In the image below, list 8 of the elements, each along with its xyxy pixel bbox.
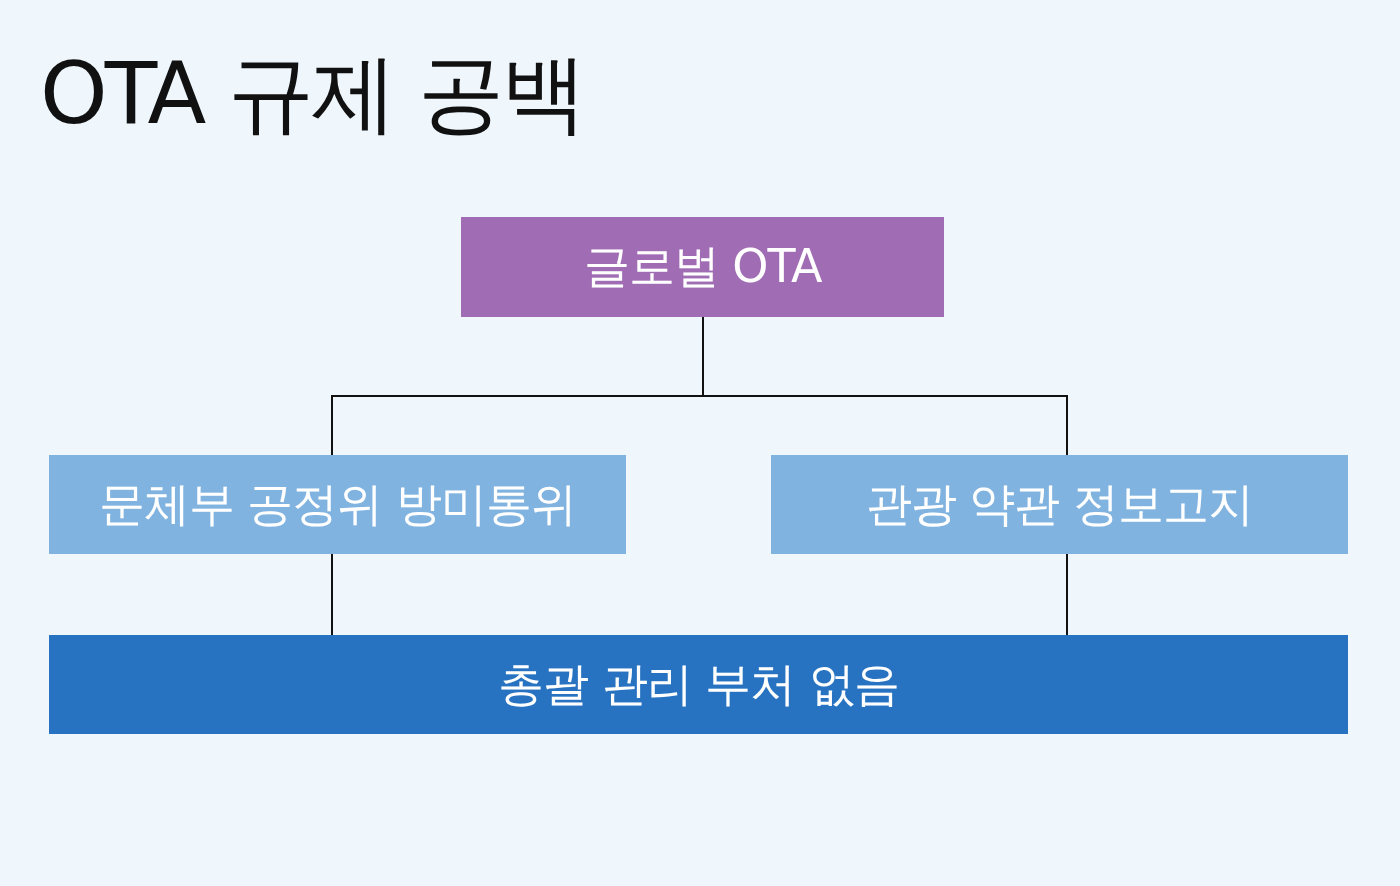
title: OTA 규제 공백: [40, 46, 585, 141]
connector-line: [331, 316, 1068, 456]
org-box: 총괄 관리 부처 없음: [49, 635, 1348, 734]
org-box: 글로벌 OTA: [461, 217, 944, 317]
connector-line: [1066, 553, 1068, 636]
connector-line: [331, 553, 333, 636]
org-box: 문체부 공정위 방미통위: [49, 455, 626, 554]
org-box: 관광 약관 정보고지: [771, 455, 1348, 554]
